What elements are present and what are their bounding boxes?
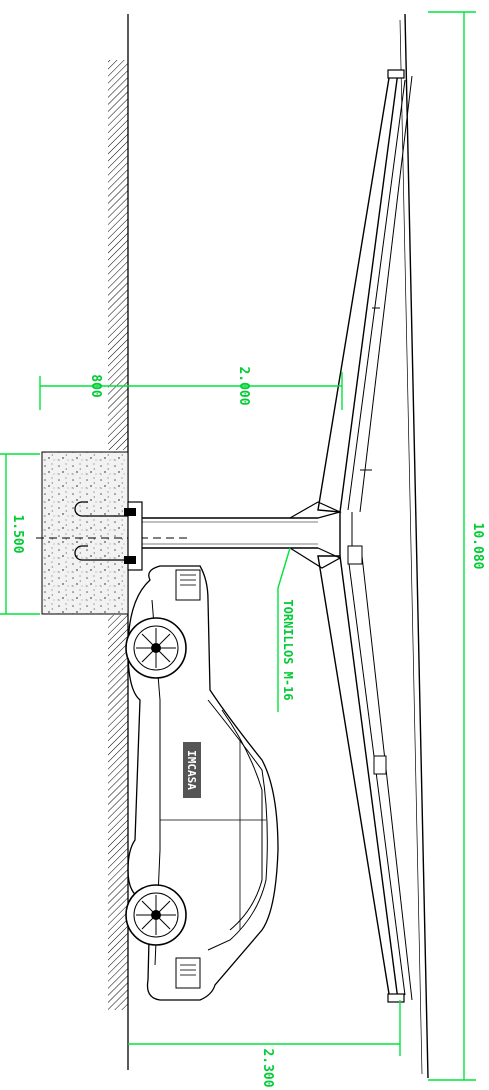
concrete-footing — [36, 451, 192, 615]
svg-text:10.080: 10.080 — [470, 523, 485, 570]
ground-hatch-lower — [108, 615, 128, 1010]
svg-text:TORNILLOS M-16: TORNILLOS M-16 — [281, 599, 295, 700]
front-wheel — [125, 617, 187, 679]
roof-beam — [317, 13, 429, 1079]
anchor-bolt-upper — [74, 501, 130, 517]
dimension-800: 800 — [39, 374, 128, 410]
roof-sheet — [404, 13, 429, 1079]
svg-text:1.500: 1.500 — [10, 514, 25, 553]
svg-text:IMCASA: IMCASA — [185, 750, 198, 790]
car: IMCASA — [125, 565, 279, 1001]
svg-text:2.300: 2.300 — [260, 1048, 275, 1087]
dimension-10080: 10.080 — [428, 11, 485, 1081]
dimension-2300: 2.300 — [128, 1000, 401, 1088]
ground — [108, 14, 129, 1070]
dimension-2000: 2.000 — [128, 366, 343, 410]
car-brand-label: IMCASA — [183, 742, 201, 798]
ground-hatch-upper — [108, 60, 128, 450]
svg-text:2.000: 2.000 — [236, 366, 251, 405]
steel-column — [142, 501, 342, 569]
rear-wheel — [125, 884, 187, 946]
anchor-bolt-lower — [74, 545, 130, 561]
base-plate — [124, 501, 143, 571]
dimension-1500: 1.500 — [0, 453, 40, 615]
svg-text:800: 800 — [88, 374, 103, 398]
bolts-annotation: TORNILLOS M-16 — [277, 547, 295, 712]
